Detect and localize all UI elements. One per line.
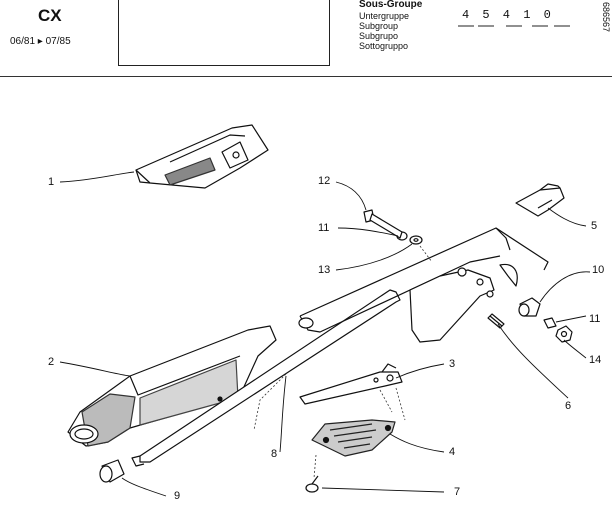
leader-11a [337,227,399,237]
leader-9 [121,477,167,497]
header-box [118,0,330,66]
subgroup-number-underlines [458,25,570,27]
callout-12: 12 [318,175,331,187]
leader-12 [335,181,367,211]
leader-8 [279,375,287,453]
header-rule [0,76,612,77]
callout-7: 7 [454,486,461,498]
guide-line-3 [395,387,406,421]
part-9-bush [99,459,125,483]
part-12-bolt [363,209,403,239]
part-4-pad [311,419,396,457]
leader-3 [395,363,445,379]
callout-5: 5 [591,220,598,232]
subgroup-label-en: Subgroup [359,21,399,31]
part-8-rod [131,289,401,467]
guide-line-1 [253,373,287,431]
production-dates: 06/81 ▸ 07/85 [10,36,71,47]
callout-10: 10 [592,264,605,276]
part-3-lever [299,363,403,405]
main-carrier-frame [298,227,549,343]
model-title: CX [38,6,62,25]
callout-14: 14 [589,354,602,366]
leader-11b [555,315,587,323]
callout-1: 1 [48,176,55,188]
leader-6 [497,323,569,399]
callout-11a: 11 [318,222,330,234]
callout-13: 13 [318,264,331,276]
part-13-washer [409,235,423,245]
leader-2 [59,361,131,377]
subgroup-label-fr: Sous-Groupe [359,0,423,10]
part-2-lower-console [67,325,277,447]
side-reference: 686567 [601,2,611,33]
subgroup-label-de: Untergruppe [359,11,410,21]
guide-line-4 [313,454,317,479]
part-6-pin [487,313,505,329]
callout-4: 4 [449,446,456,458]
leader-1 [59,171,135,183]
guide-line-5 [419,245,433,263]
callout-11b: 11 [589,313,601,325]
guide-line-2 [379,389,393,413]
callout-8: 8 [271,448,278,460]
part-1-upper-console [135,124,269,189]
leader-4 [389,433,445,453]
leader-5 [547,207,587,227]
leader-13 [335,243,413,271]
callout-3: 3 [449,358,456,370]
part-7-screw [305,475,319,493]
callout-9: 9 [174,490,181,502]
callout-2: 2 [48,356,55,368]
subgroup-label-es: Subgrupo [359,31,399,41]
leader-10 [539,271,591,303]
leader-7 [321,487,445,493]
part-14-nut [555,325,573,343]
part-10-stop [518,297,541,317]
callout-6: 6 [565,400,572,412]
leader-14 [563,339,587,359]
subgroup-number: 4 5 4 1 0 [462,8,554,22]
part-5-clip [515,183,565,217]
subgroup-label-it: Sottogruppo [359,41,409,51]
